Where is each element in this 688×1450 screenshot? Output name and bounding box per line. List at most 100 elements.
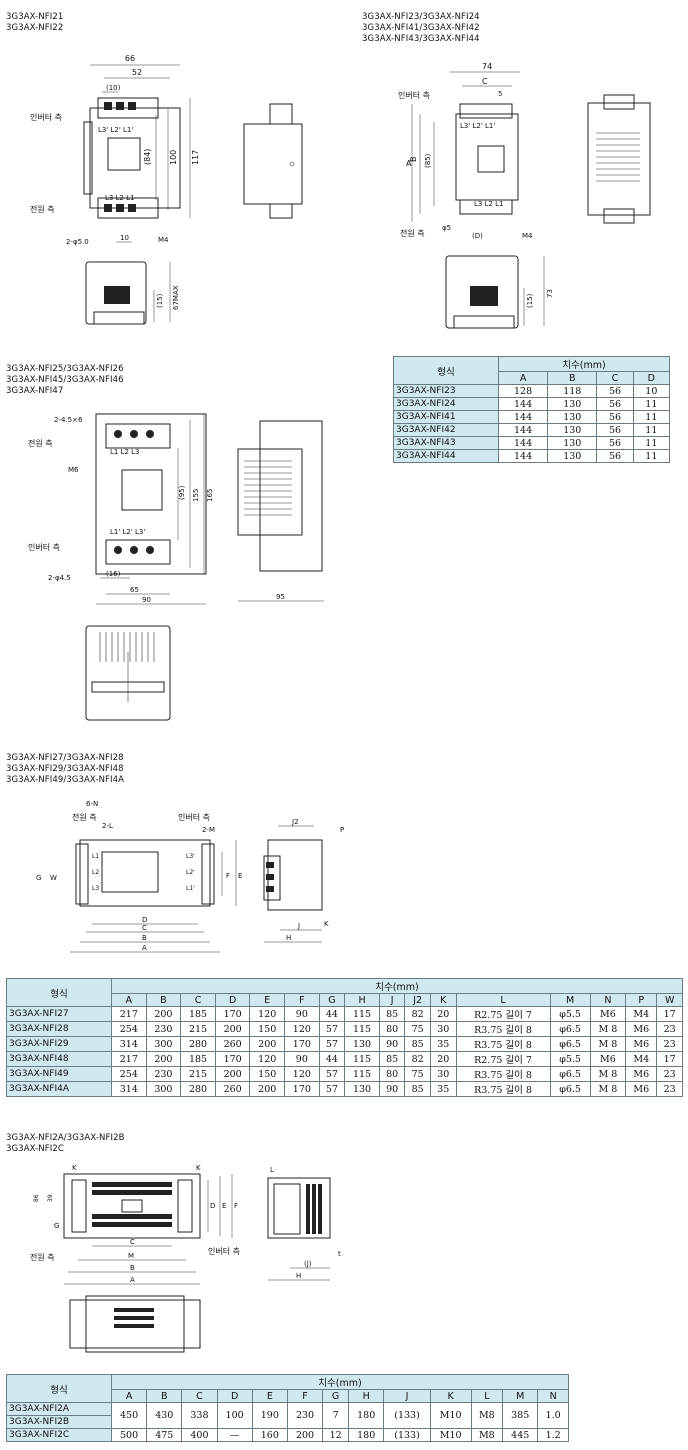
value-cell: 200 [214,1021,251,1037]
dim-label: (84) [143,149,152,165]
dim-label: H [286,934,291,942]
model-cell: 3G3AX-NFI44 [393,449,499,463]
terminal-label: L3 [92,885,99,892]
col-header: J2 [404,993,431,1007]
value-cell: φ6.5 [549,1036,591,1052]
value-cell: 11 [632,423,671,437]
dim-label: A [406,159,412,168]
dim-label: 2-φ4.5 [48,574,71,582]
value-cell: M4 [625,1051,658,1067]
dim-label: C [130,1238,135,1246]
value-cell: 85 [378,1051,406,1067]
value-cell: φ6.5 [549,1066,591,1082]
value-cell: 130 [547,449,598,463]
dim-label: C [142,924,147,932]
dim-label: 100 [169,150,178,165]
value-cell: (133) [383,1428,431,1442]
drawing-side-nfi21 [243,103,303,219]
value-cell: 200 [145,1006,182,1022]
model-title: 3G3AX-NFI29/3G3AX-NFI48 [6,764,124,774]
value-cell: 280 [180,1036,216,1052]
table-row: 3G3AX-NFI2B [6,1415,569,1429]
terminal-label: L3' [186,853,195,860]
value-cell: (133) [383,1402,431,1429]
model-title: 3G3AX-NFI49/3G3AX-NFI4A [6,775,125,785]
model-cell: 3G3AX-NFI29 [6,1036,112,1052]
value-cell: 128 [497,384,549,398]
drawing-front-nfi25: 2-4.5×6 전원 측 M6 L1 L2 L3 L1' L2' L3' (95… [28,413,214,605]
section2-title: 3G3AX-NFI23/3G3AX-NFI24 3G3AX-NFI41/3G3A… [362,12,480,45]
col-header: C [180,993,216,1007]
drawing-bottom-nfi2a [69,1295,201,1353]
model-header: 형식 [6,1374,112,1403]
value-cell: 56 [596,436,634,450]
dim-label: (15) [156,293,164,308]
value-cell: — [216,1428,253,1442]
value-cell: 185 [180,1006,216,1022]
power-side-label: 전원 측 [28,438,53,448]
model-cell: 3G3AX-NFI24 [393,397,499,411]
model-title: 3G3AX-NFI27/3G3AX-NFI28 [6,753,124,763]
model-title: 3G3AX-NFI43/3G3AX-NFI44 [362,34,480,44]
value-cell: 118 [547,384,598,398]
value-cell: 120 [284,1021,320,1037]
dim-header: 치수(mm) [111,1374,569,1390]
value-cell: 10 [632,384,671,398]
terminal-labels: L3 L2 L1 [105,194,135,202]
col-header: E [251,1389,288,1403]
value-cell: 56 [596,397,634,411]
dim-label: 66 [125,54,135,63]
value-cell: 120 [249,1051,286,1067]
dim-label: M4 [158,236,169,244]
col-header: E [249,993,286,1007]
value-cell: 170 [214,1051,251,1067]
value-cell: 215 [180,1021,216,1037]
value-cell: 130 [344,1036,380,1052]
dim-label: F [226,872,230,880]
power-side-label: 전원 측 [30,204,55,214]
dim-label: B [142,934,147,942]
value-cell: 57 [318,1036,346,1052]
col-header: A [110,1389,148,1403]
power-side-label: 전원 측 [400,228,425,238]
model-cell: 3G3AX-NFI27 [6,1006,112,1022]
value-cell: 230 [145,1066,182,1082]
value-cell: 57 [318,1081,346,1097]
dim-label: E [238,872,242,880]
value-cell: M8 [470,1402,504,1429]
value-cell: 280 [180,1081,216,1097]
value-cell: M 8 [589,1066,627,1082]
value-cell: M6 [625,1021,658,1037]
model-cell: 3G3AX-NFI48 [6,1051,112,1067]
model-cell: 3G3AX-NFI2C [6,1428,112,1442]
dim-label: J2 [291,818,299,826]
dim-label: 73 [546,289,554,298]
value-cell: 80 [378,1066,406,1082]
dim-label: H [296,1272,301,1280]
value-cell: 85 [378,1006,406,1022]
value-cell: 1.2 [537,1428,569,1442]
dim-label: J [297,922,300,930]
value-cell: M6 [589,1051,627,1067]
value-cell: 56 [596,384,634,398]
value-cell: 130 [547,410,598,424]
value-cell: 160 [251,1428,288,1442]
drawing-bottom-nfi23: (15) 73 [445,255,554,329]
col-header: J [378,993,406,1007]
drawing-side-nfi25: 95 [237,420,324,602]
value-cell: 7 [322,1402,350,1429]
col-header: G [318,993,346,1007]
col-header: M [502,1389,539,1403]
value-cell: 190 [251,1402,288,1429]
value-cell: 44 [318,1051,346,1067]
model-title: 3G3AX-NFI41/3G3AX-NFI42 [362,23,480,33]
dim-label: K [324,920,329,928]
